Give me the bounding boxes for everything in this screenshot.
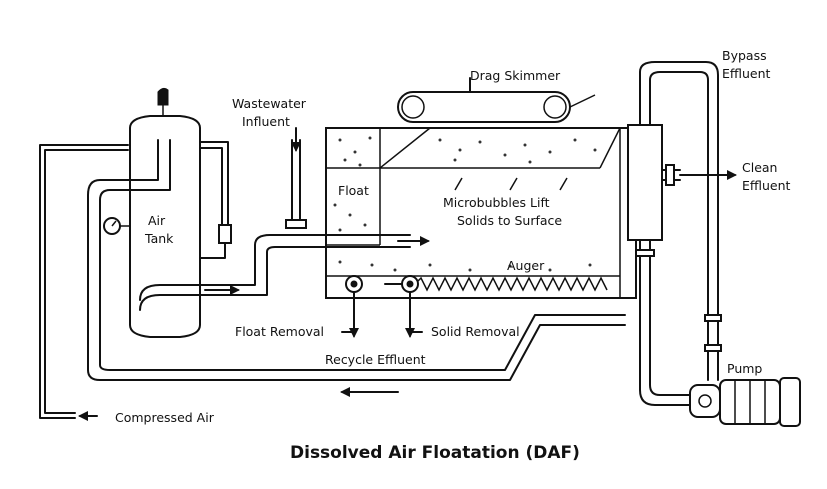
air-tank-label-line1: Air bbox=[148, 213, 166, 228]
compressed-air-label: Compressed Air bbox=[115, 410, 215, 425]
wastewater-influent-label-line2: Influent bbox=[242, 114, 290, 129]
microbubbles-label-line1: Microbubbles Lift bbox=[443, 195, 550, 210]
recycle-effluent-label: Recycle Effluent bbox=[325, 352, 426, 367]
clean-effluent-label-line2: Effluent bbox=[742, 178, 791, 193]
bypass-effluent-label-line1: Bypass bbox=[722, 48, 767, 63]
bypass-effluent-label-line2: Effluent bbox=[722, 66, 771, 81]
float-removal-label: Float Removal bbox=[235, 324, 324, 339]
compressed-air-line bbox=[39, 144, 129, 421]
pump bbox=[689, 377, 801, 427]
drag-skimmer-label: Drag Skimmer bbox=[470, 68, 561, 83]
wastewater-influent-label-line1: Wastewater bbox=[232, 96, 307, 111]
air-tank-label-line2: Tank bbox=[144, 231, 174, 246]
effluent-loop bbox=[627, 61, 737, 406]
removal-pipes bbox=[341, 291, 423, 338]
wastewater-influent-pipe bbox=[285, 127, 307, 229]
microbubbles-label-line2: Solids to Surface bbox=[457, 213, 562, 228]
float-label: Float bbox=[338, 183, 369, 198]
diagram-title: Dissolved Air Floatation (DAF) bbox=[290, 443, 580, 463]
air-tank-pipes bbox=[87, 139, 626, 381]
auger-label: Auger bbox=[507, 258, 545, 273]
air-tank bbox=[103, 87, 201, 338]
solid-removal-label: Solid Removal bbox=[431, 324, 520, 339]
pump-label: Pump bbox=[727, 361, 762, 376]
clean-effluent-label-line1: Clean bbox=[742, 160, 777, 175]
flotation-tank bbox=[314, 127, 637, 299]
drag-skimmer bbox=[397, 77, 596, 123]
